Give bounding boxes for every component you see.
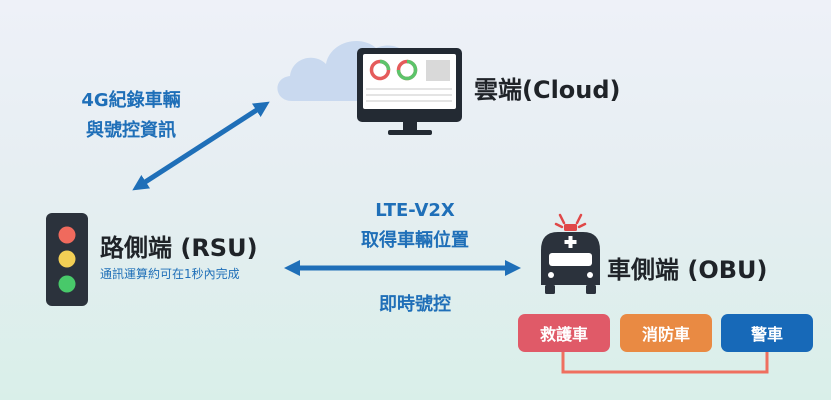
rsu-title: 路側端 (RSU)	[100, 234, 258, 262]
v2x-label-line2: 取得車輛位置	[361, 230, 469, 251]
obu-title: 車側端 (OBU)	[607, 256, 768, 284]
vehicle-tag-fire-truck: 消防車	[620, 314, 712, 352]
uplink-label-line2: 與號控資訊	[86, 120, 176, 141]
ambulance-icon	[541, 213, 600, 294]
control-label: 即時號控	[379, 294, 451, 315]
monitor-icon	[357, 48, 462, 135]
vehicle-tag-police-car: 警車	[721, 314, 813, 352]
uplink-label-line1: 4G紀錄車輛	[81, 90, 181, 111]
uplink-arrow	[132, 101, 270, 191]
traffic-light-icon	[46, 213, 88, 306]
rsu-subtitle: 通訊運算約可在1秒內完成	[100, 267, 240, 281]
cloud-label: 雲端(Cloud)	[474, 76, 621, 104]
vehicle-tags-connector	[561, 352, 769, 374]
v2x-label-line1: LTE-V2X	[375, 200, 455, 221]
v2x-label: LTE-V2X 取得車輛位置	[320, 196, 510, 256]
uplink-label: 4G紀錄車輛 與號控資訊	[56, 86, 206, 146]
vehicle-tag-ambulance: 救護車	[518, 314, 610, 352]
